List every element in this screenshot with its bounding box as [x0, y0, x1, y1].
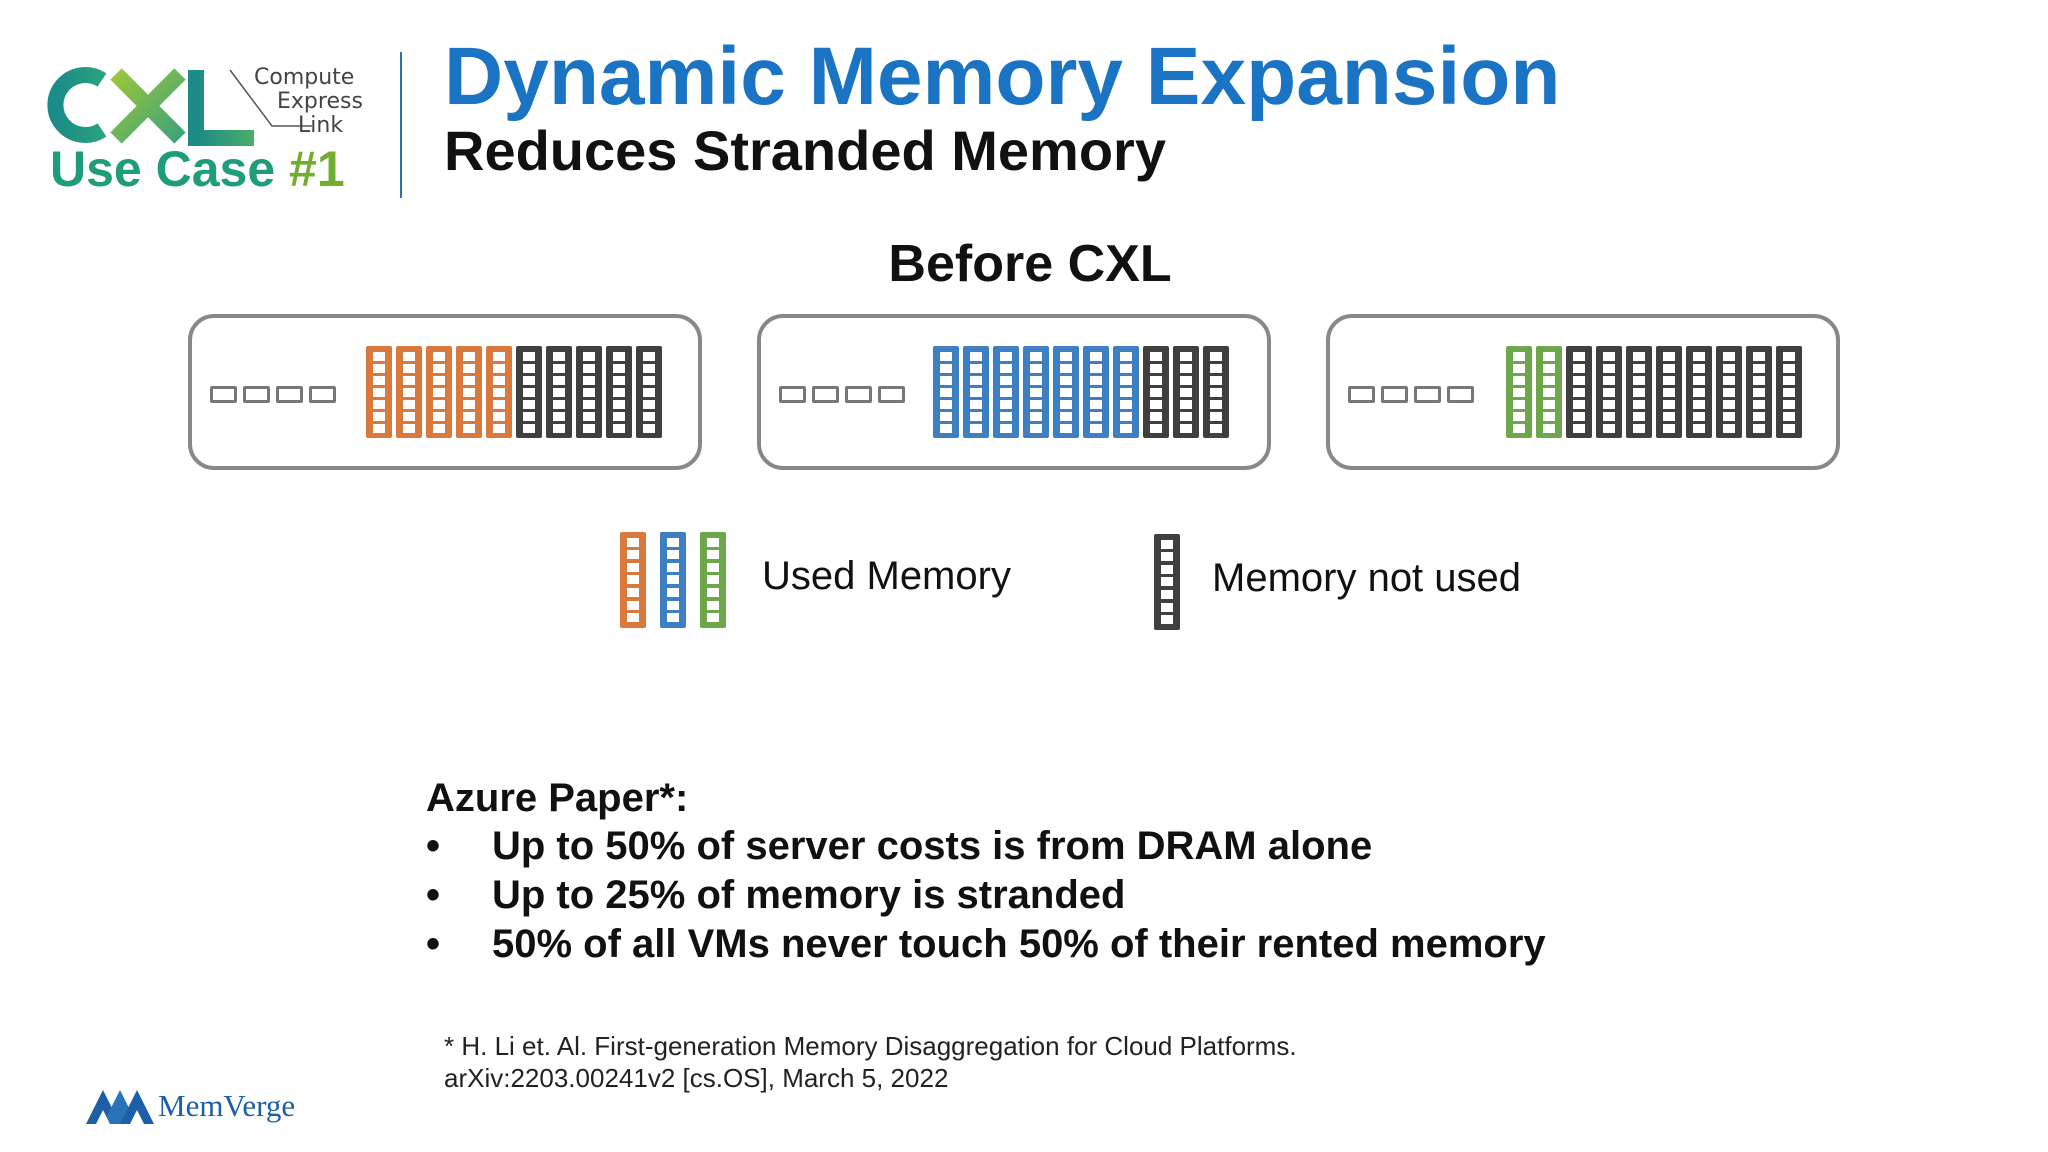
- footnote-line-2: arXiv:2203.00241v2 [cs.OS], March 5, 202…: [444, 1063, 949, 1093]
- legend-used-label: Used Memory: [762, 554, 1011, 598]
- unused-dimm: [1686, 346, 1712, 438]
- dimm-group: [1506, 346, 1802, 438]
- unused-dimm: [1596, 346, 1622, 438]
- empty-slot: [779, 386, 806, 403]
- legend-unused-icon: [1154, 534, 1180, 630]
- unused-dimm: [1173, 346, 1199, 438]
- dimm-blue-icon: [660, 532, 686, 628]
- empty-slots: [1348, 386, 1474, 403]
- used-dimm: [396, 346, 422, 438]
- dimm-group: [366, 346, 662, 438]
- empty-slot: [210, 386, 237, 403]
- header-divider: [400, 52, 402, 198]
- server-2: [757, 314, 1271, 470]
- dimm-group: [933, 346, 1229, 438]
- slide-title: Dynamic Memory Expansion: [444, 31, 1561, 122]
- empty-slot: [845, 386, 872, 403]
- used-dimm: [1023, 346, 1049, 438]
- memverge-logo: MemVerge: [86, 1086, 295, 1126]
- empty-slot: [309, 386, 336, 403]
- unused-dimm: [1656, 346, 1682, 438]
- empty-slots: [210, 386, 336, 403]
- unused-dimm: [1746, 346, 1772, 438]
- used-dimm: [426, 346, 452, 438]
- dimm-orange-icon: [620, 532, 646, 628]
- diagram-heading: Before CXL: [0, 234, 2048, 294]
- cxl-tagline-link: Link: [298, 113, 343, 138]
- unused-dimm: [1566, 346, 1592, 438]
- findings-heading: Azure Paper*:: [426, 776, 689, 820]
- used-dimm: [933, 346, 959, 438]
- unused-dimm: [1143, 346, 1169, 438]
- findings-bullet: • 50% of all VMs never touch 50% of their…: [426, 922, 1546, 967]
- unused-dimm: [1716, 346, 1742, 438]
- bullet-text: Up to 50% of server costs is from DRAM a…: [492, 824, 1373, 868]
- cxl-tagline-compute: Compute: [254, 65, 354, 90]
- use-case-label: Use Case #1: [50, 140, 345, 198]
- bullet-text: Up to 25% of memory is stranded: [492, 873, 1126, 917]
- unused-dimm: [606, 346, 632, 438]
- dimm-green-icon: [700, 532, 726, 628]
- used-dimm: [1083, 346, 1109, 438]
- unused-dimm: [516, 346, 542, 438]
- empty-slot: [812, 386, 839, 403]
- legend-used-icons: [620, 532, 726, 628]
- bullet-dot: •: [426, 873, 441, 917]
- findings-bullet: • Up to 25% of memory is stranded: [426, 873, 1125, 918]
- memverge-mark-icon: [86, 1090, 154, 1124]
- empty-slot: [276, 386, 303, 403]
- unused-dimm: [546, 346, 572, 438]
- used-dimm: [993, 346, 1019, 438]
- used-dimm: [1113, 346, 1139, 438]
- cxl-logo: Compute Express Link: [47, 65, 363, 146]
- empty-slot: [1414, 386, 1441, 403]
- memverge-wordmark: MemVerge: [158, 1088, 296, 1123]
- footnote-line-1: * H. Li et. Al. First-generation Memory …: [444, 1031, 1297, 1061]
- cxl-tagline-express: Express: [277, 89, 363, 114]
- unused-dimm: [1776, 346, 1802, 438]
- use-case-number: #1: [289, 141, 345, 197]
- legend-unused-label: Memory not used: [1212, 556, 1522, 600]
- server-3: [1326, 314, 1840, 470]
- unused-dimm: [636, 346, 662, 438]
- used-dimm: [366, 346, 392, 438]
- findings-bullet: • Up to 50% of server costs is from DRAM …: [426, 824, 1372, 869]
- unused-dimm: [1626, 346, 1652, 438]
- used-dimm: [963, 346, 989, 438]
- bullet-text: 50% of all VMs never touch 50% of their …: [492, 922, 1546, 966]
- empty-slot: [878, 386, 905, 403]
- empty-slot: [1381, 386, 1408, 403]
- empty-slot: [243, 386, 270, 403]
- server-1: [188, 314, 702, 470]
- bullet-dot: •: [426, 922, 441, 966]
- bullet-dot: •: [426, 824, 441, 868]
- used-dimm: [1536, 346, 1562, 438]
- diagram-heading-text: Before CXL: [888, 235, 1172, 293]
- slide-subtitle: Reduces Stranded Memory: [444, 119, 1166, 182]
- used-dimm: [1506, 346, 1532, 438]
- used-dimm: [486, 346, 512, 438]
- used-dimm: [1053, 346, 1079, 438]
- footnote: * H. Li et. Al. First-generation Memory …: [444, 1030, 1297, 1094]
- unused-dimm: [576, 346, 602, 438]
- empty-slot: [1447, 386, 1474, 403]
- dimm-gray-icon: [1154, 534, 1180, 630]
- used-dimm: [456, 346, 482, 438]
- empty-slots: [779, 386, 905, 403]
- use-case-text: Use Case: [50, 141, 290, 197]
- unused-dimm: [1203, 346, 1229, 438]
- empty-slot: [1348, 386, 1375, 403]
